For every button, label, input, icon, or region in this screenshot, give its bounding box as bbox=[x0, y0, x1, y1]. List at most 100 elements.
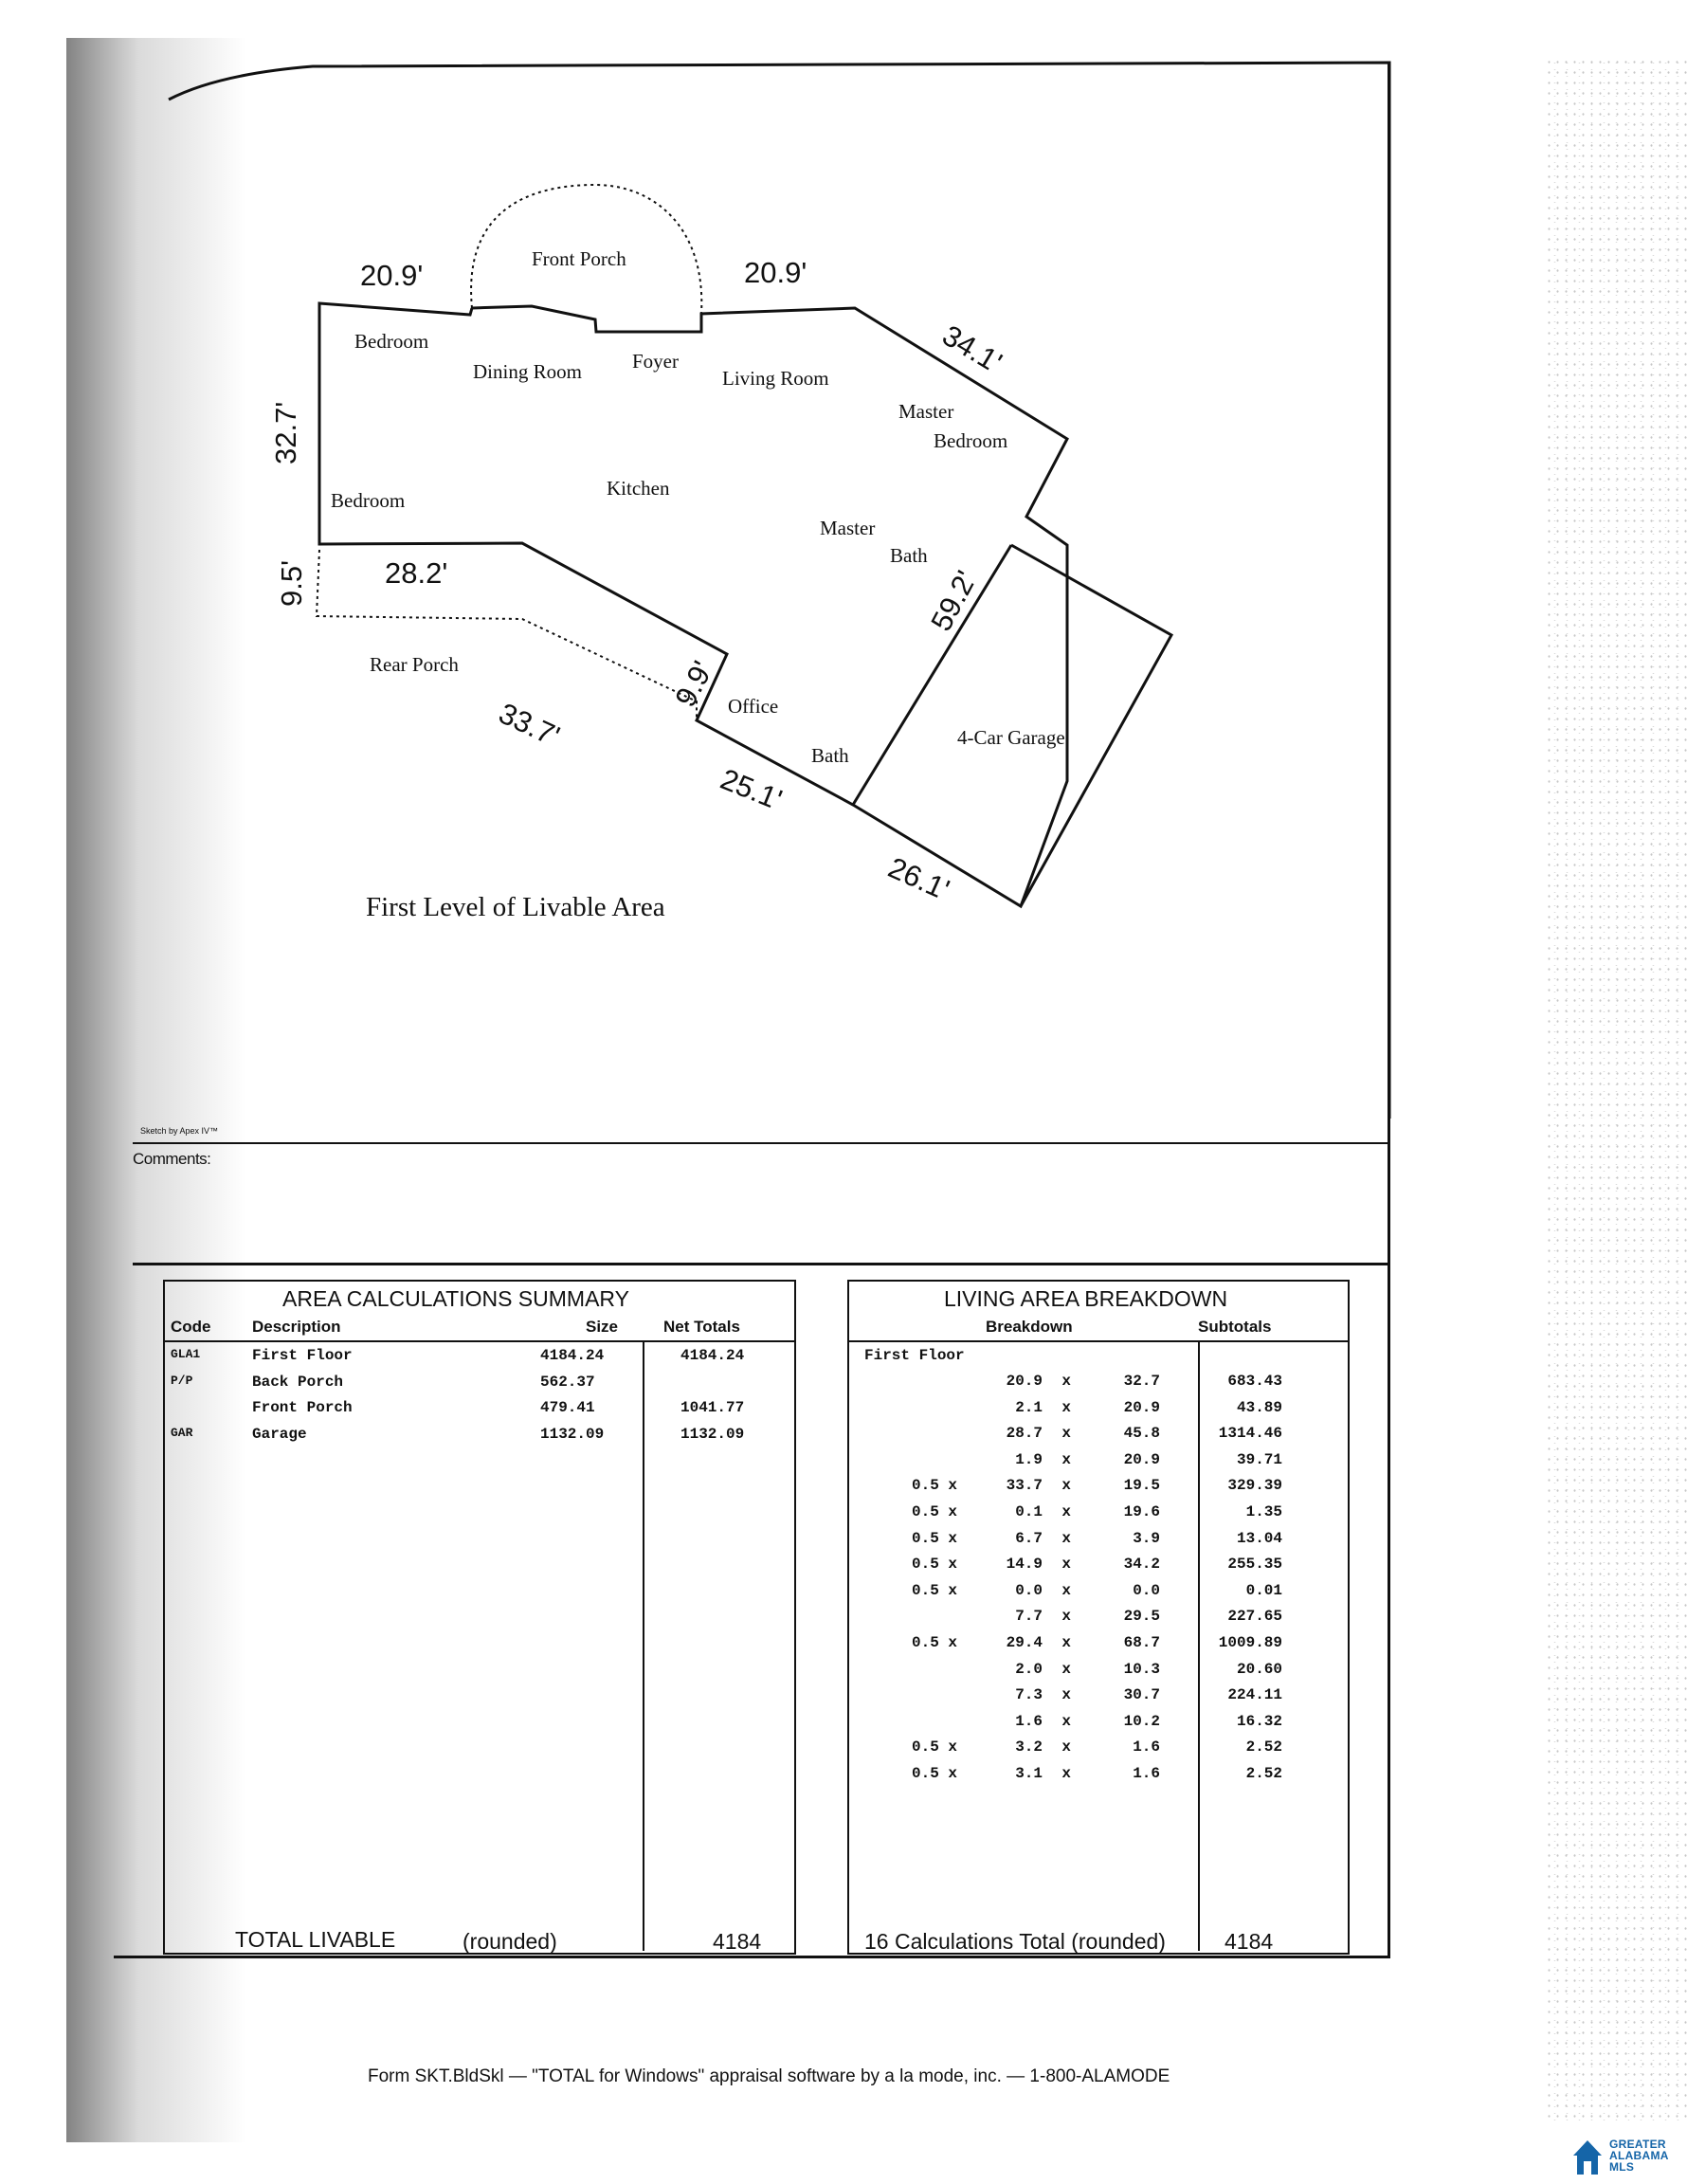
summary-cell-description: Back Porch bbox=[252, 1373, 344, 1391]
breakdown-cell-a: 7.7 bbox=[1015, 1608, 1043, 1626]
breakdown-cell-sub: 43.89 bbox=[1236, 1398, 1282, 1416]
breakdown-cell-sub: 1009.89 bbox=[1218, 1634, 1282, 1651]
breakdown-cell-sub: 227.65 bbox=[1227, 1608, 1282, 1626]
living-breakdown-title: LIVING AREA BREAKDOWN bbox=[944, 1286, 1228, 1311]
col-code: Code bbox=[171, 1318, 211, 1336]
summary-cell-net: 1041.77 bbox=[680, 1399, 745, 1416]
summary-cell-code: GLA1 bbox=[171, 1347, 201, 1361]
logo-line-1: GREATER bbox=[1609, 2138, 1666, 2151]
breakdown-cell-x: x bbox=[1061, 1556, 1071, 1574]
divider-comments-bottom bbox=[133, 1263, 1389, 1265]
summary-cell-code: GAR bbox=[171, 1425, 193, 1440]
breakdown-cell-sub: 2.52 bbox=[1245, 1738, 1282, 1756]
breakdown-cell-sub: 2.52 bbox=[1245, 1765, 1282, 1782]
scan-speckle bbox=[1545, 57, 1687, 2123]
room-bedroom-2: Bedroom bbox=[331, 489, 405, 512]
breakdown-cell-b: 1.6 bbox=[1133, 1765, 1160, 1782]
breakdown-cell-a: 3.1 bbox=[1015, 1765, 1043, 1782]
breakdown-cell-sub: 1.35 bbox=[1245, 1503, 1282, 1520]
breakdown-cell-b: 10.3 bbox=[1123, 1660, 1160, 1678]
breakdown-cell-half: 0.5 x bbox=[911, 1581, 957, 1599]
summary-cell-size: 479.41 bbox=[540, 1399, 595, 1416]
room-office: Office bbox=[728, 695, 778, 718]
total-livable-value: 4184 bbox=[713, 1929, 762, 1954]
room-foyer: Foyer bbox=[632, 350, 679, 373]
logo-line-2: ALABAMA bbox=[1609, 2149, 1669, 2162]
garage-outline bbox=[1010, 543, 1174, 907]
total-livable-label: TOTAL LIVABLE bbox=[235, 1927, 396, 1952]
dim-left-side: 32.7' bbox=[269, 402, 302, 464]
calc-total-label: 16 Calculations Total (rounded) bbox=[864, 1929, 1166, 1954]
breakdown-cell-x: x bbox=[1061, 1503, 1071, 1520]
breakdown-cell-half: 0.5 x bbox=[911, 1503, 957, 1520]
breakdown-cell-a: 20.9 bbox=[1006, 1373, 1043, 1390]
rear-porch-outline bbox=[315, 549, 698, 720]
room-garage: 4-Car Garage bbox=[957, 726, 1065, 749]
col-breakdown: Breakdown bbox=[986, 1318, 1073, 1336]
col-net: Net Totals bbox=[663, 1318, 740, 1336]
breakdown-cell-b: 20.9 bbox=[1123, 1398, 1160, 1416]
breakdown-cell-x: x bbox=[1061, 1425, 1071, 1443]
dim-office-side: 9.9' bbox=[668, 656, 719, 713]
breakdown-cell-a: 2.0 bbox=[1015, 1660, 1043, 1678]
breakdown-cell-b: 3.9 bbox=[1133, 1529, 1160, 1547]
room-dining: Dining Room bbox=[473, 360, 582, 383]
area-summary-title: AREA CALCULATIONS SUMMARY bbox=[282, 1286, 629, 1311]
breakdown-cell-b: 0.0 bbox=[1133, 1581, 1160, 1599]
dim-porch-side: 9.5' bbox=[275, 560, 308, 607]
breakdown-cell-b: 45.8 bbox=[1123, 1425, 1160, 1443]
breakdown-cell-b: 20.9 bbox=[1123, 1450, 1160, 1468]
breakdown-cell-a: 28.7 bbox=[1006, 1425, 1043, 1443]
breakdown-cell-x: x bbox=[1061, 1686, 1071, 1704]
col-size: Size bbox=[586, 1318, 619, 1336]
breakdown-cell-a: 0.1 bbox=[1015, 1503, 1043, 1520]
breakdown-cell-x: x bbox=[1061, 1450, 1071, 1468]
breakdown-cell-x: x bbox=[1061, 1529, 1071, 1547]
breakdown-cell-sub: 16.32 bbox=[1236, 1712, 1282, 1730]
dim-garage-side: 59.2' bbox=[924, 565, 983, 636]
dim-porch-top: 28.2' bbox=[385, 556, 447, 590]
breakdown-cell-sub: 329.39 bbox=[1227, 1477, 1282, 1495]
breakdown-cell-b: 32.7 bbox=[1123, 1373, 1160, 1390]
logo-line-3: MLS bbox=[1609, 2160, 1635, 2174]
living-breakdown-col-divider bbox=[1198, 1342, 1200, 1951]
room-rear-porch: Rear Porch bbox=[370, 653, 459, 676]
room-master-bedroom-2: Bedroom bbox=[934, 429, 1007, 452]
summary-cell-net: 1132.09 bbox=[680, 1425, 745, 1443]
summary-cell-description: Front Porch bbox=[252, 1399, 353, 1416]
breakdown-cell-half: 0.5 x bbox=[911, 1765, 957, 1782]
comments-label: Comments: bbox=[133, 1150, 211, 1168]
room-master-bedroom-1: Master bbox=[898, 400, 953, 423]
dim-top-right: 20.9' bbox=[744, 256, 807, 289]
summary-cell-net: 4184.24 bbox=[680, 1347, 745, 1364]
breakdown-cell-half: 0.5 x bbox=[911, 1529, 957, 1547]
breakdown-cell-x: x bbox=[1061, 1660, 1071, 1678]
summary-cell-description: First Floor bbox=[252, 1347, 353, 1364]
col-subtotals: Subtotals bbox=[1198, 1318, 1272, 1336]
garage-wall bbox=[851, 544, 1013, 806]
breakdown-cell-x: x bbox=[1061, 1477, 1071, 1495]
breakdown-cell-x: x bbox=[1061, 1712, 1071, 1730]
breakdown-cell-b: 1.6 bbox=[1133, 1738, 1160, 1756]
breakdown-cell-b: 29.5 bbox=[1123, 1608, 1160, 1626]
room-bedroom-1: Bedroom bbox=[354, 330, 428, 353]
summary-cell-size: 562.37 bbox=[540, 1373, 595, 1391]
house-icon bbox=[1573, 2140, 1602, 2175]
breakdown-cell-a: 0.0 bbox=[1015, 1581, 1043, 1599]
room-front-porch: Front Porch bbox=[532, 247, 626, 270]
breakdown-cell-a: 7.3 bbox=[1015, 1686, 1043, 1704]
breakdown-cell-sub: 224.11 bbox=[1227, 1686, 1282, 1704]
dim-rear-diag: 33.7' bbox=[494, 697, 565, 754]
sketch-caption: First Level of Livable Area bbox=[366, 892, 665, 922]
dim-top-left: 20.9' bbox=[360, 259, 423, 292]
room-master-bath-1: Master bbox=[820, 517, 875, 539]
breakdown-cell-sub: 683.43 bbox=[1227, 1373, 1282, 1390]
calc-total-value: 4184 bbox=[1224, 1929, 1274, 1954]
breakdown-cell-x: x bbox=[1061, 1373, 1071, 1390]
form-footer: Form SKT.BldSkl — "TOTAL for Windows" ap… bbox=[368, 2066, 1170, 2086]
floor-plan-sketch: Front Porch Bedroom Dining Room Foyer Li… bbox=[168, 61, 1391, 1119]
breakdown-cell-sub: 1314.46 bbox=[1218, 1425, 1282, 1443]
room-living: Living Room bbox=[722, 367, 829, 390]
dim-bath-bottom: 25.1' bbox=[716, 762, 787, 816]
breakdown-cell-sub: 13.04 bbox=[1236, 1529, 1282, 1547]
